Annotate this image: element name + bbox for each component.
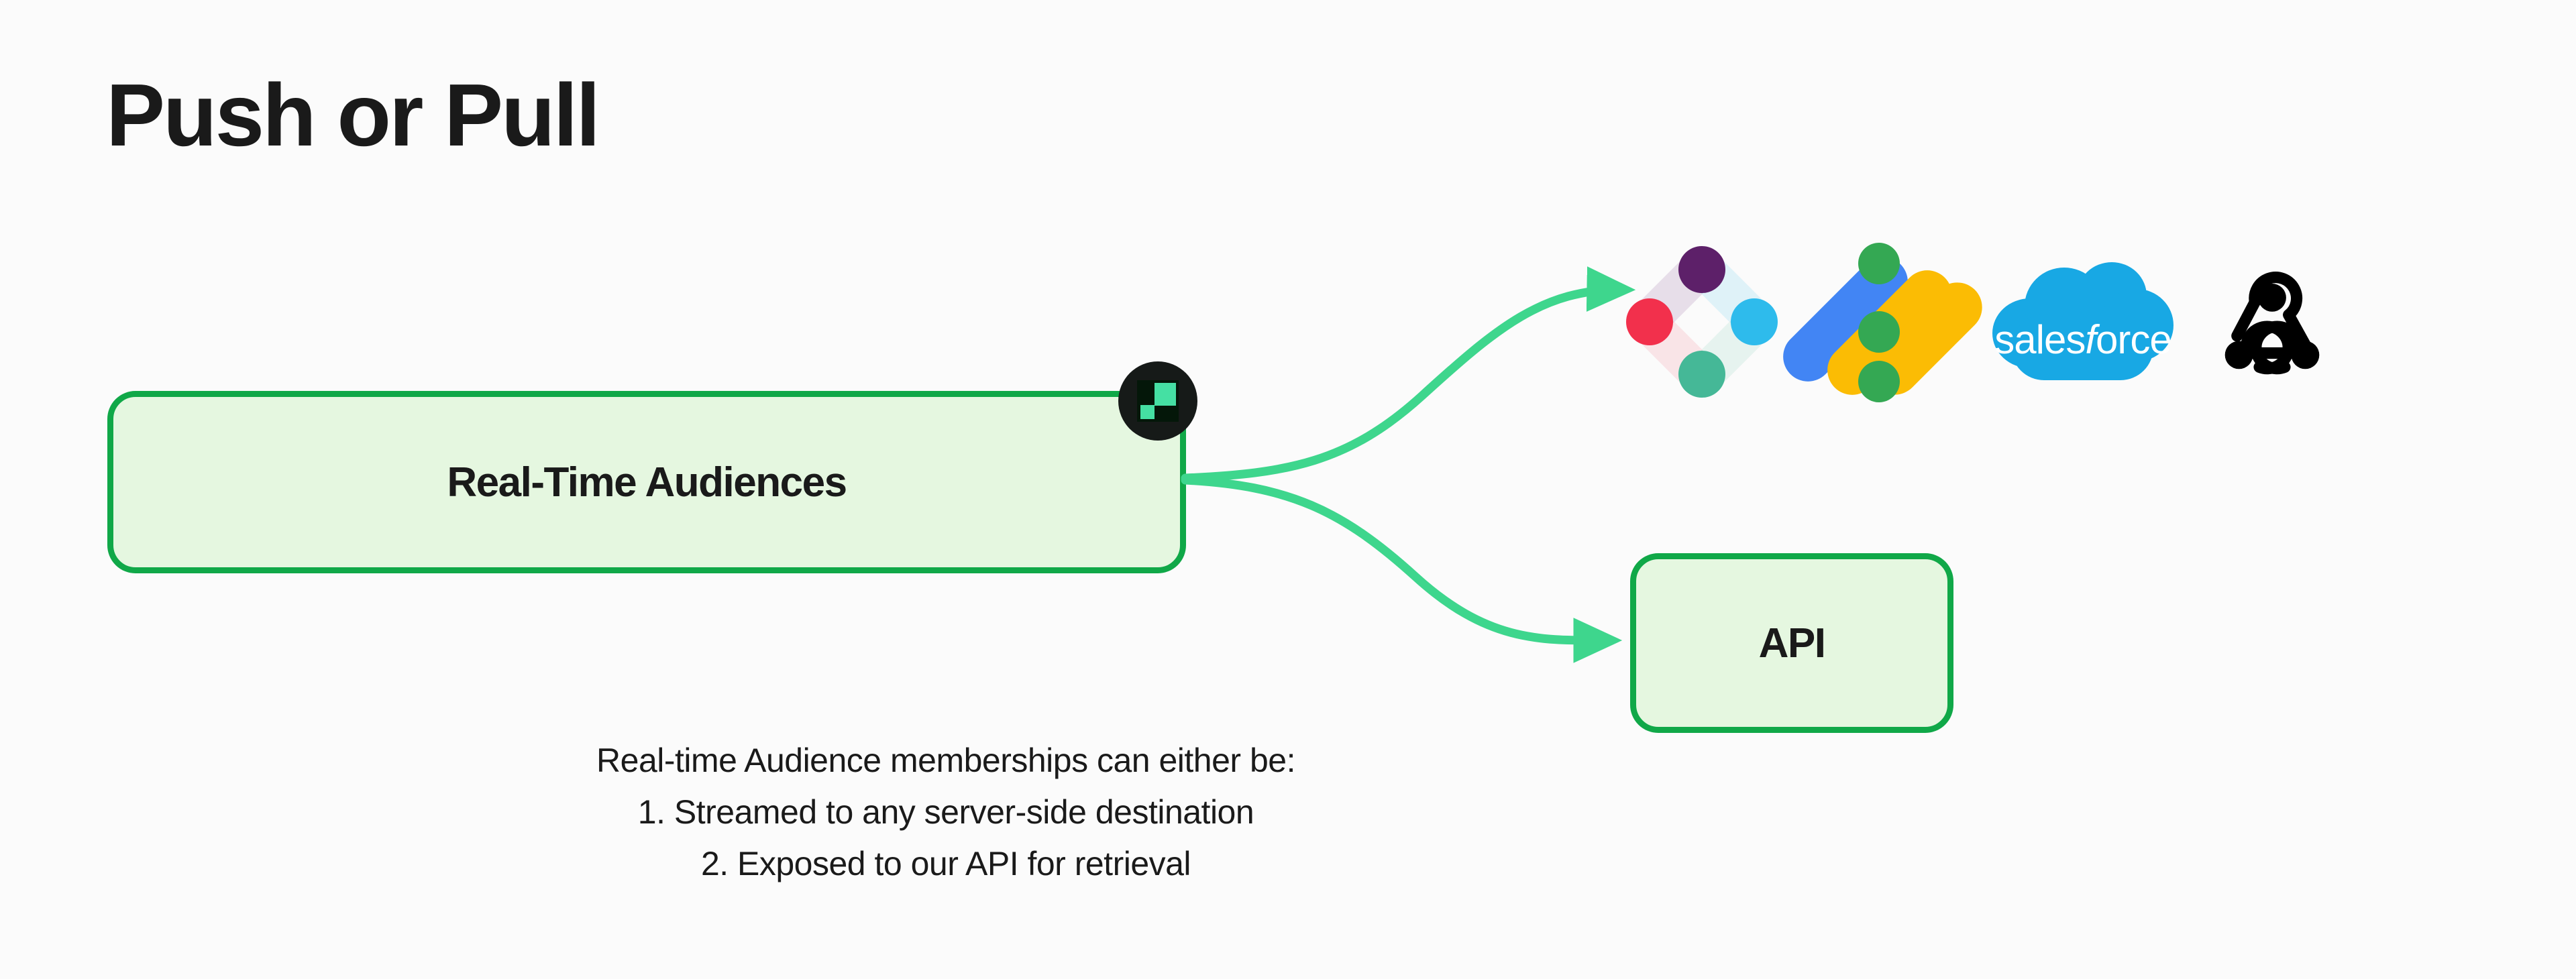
salesforce-wordmark: salesforce (1994, 317, 2171, 362)
arrow-to-api (1181, 475, 1623, 663)
braze-dot-purple (1678, 246, 1725, 293)
real-time-audiences-box[interactable]: Real-Time Audiences (107, 391, 1186, 573)
api-box[interactable]: API (1630, 553, 1953, 733)
caption-list-item-2: 2. Exposed to our API for retrieval (700, 845, 1191, 882)
caption-intro: Real-time Audience memberships can eithe… (596, 742, 1295, 779)
salesforce-logo-icon: salesforce (1992, 258, 2174, 386)
api-label: API (1758, 620, 1826, 667)
braze-dot-teal (1678, 351, 1725, 398)
segment-logo-badge-icon (1118, 361, 1197, 441)
caption-block: Real-time Audience memberships can eithe… (268, 735, 1623, 890)
google-marketing-platform-logo-icon (1772, 236, 1992, 408)
real-time-audiences-label: Real-Time Audiences (447, 459, 847, 506)
arrow-to-destinations (1181, 266, 1636, 483)
segment-mark (1137, 380, 1179, 422)
braze-dot-cyan (1731, 298, 1778, 345)
caption-list: 1. Streamed to any server-side destinati… (268, 787, 1623, 890)
gmp-dot-green-bottom (1858, 361, 1900, 402)
destination-logos-row: salesforce (1619, 221, 2387, 422)
caption-list-item-1: 1. Streamed to any server-side destinati… (637, 793, 1254, 831)
gmp-dot-green-top (1858, 243, 1900, 284)
braze-logo-icon (1619, 239, 1785, 405)
gmp-dot-green-mid (1858, 311, 1900, 353)
page-title: Push or Pull (106, 66, 600, 164)
segment-square-large (1155, 383, 1176, 406)
braze-dot-red (1626, 298, 1673, 345)
segment-square-small (1140, 405, 1155, 419)
salesforce-cloud-body (2011, 314, 2153, 380)
webhook-logo-icon (2208, 258, 2336, 386)
